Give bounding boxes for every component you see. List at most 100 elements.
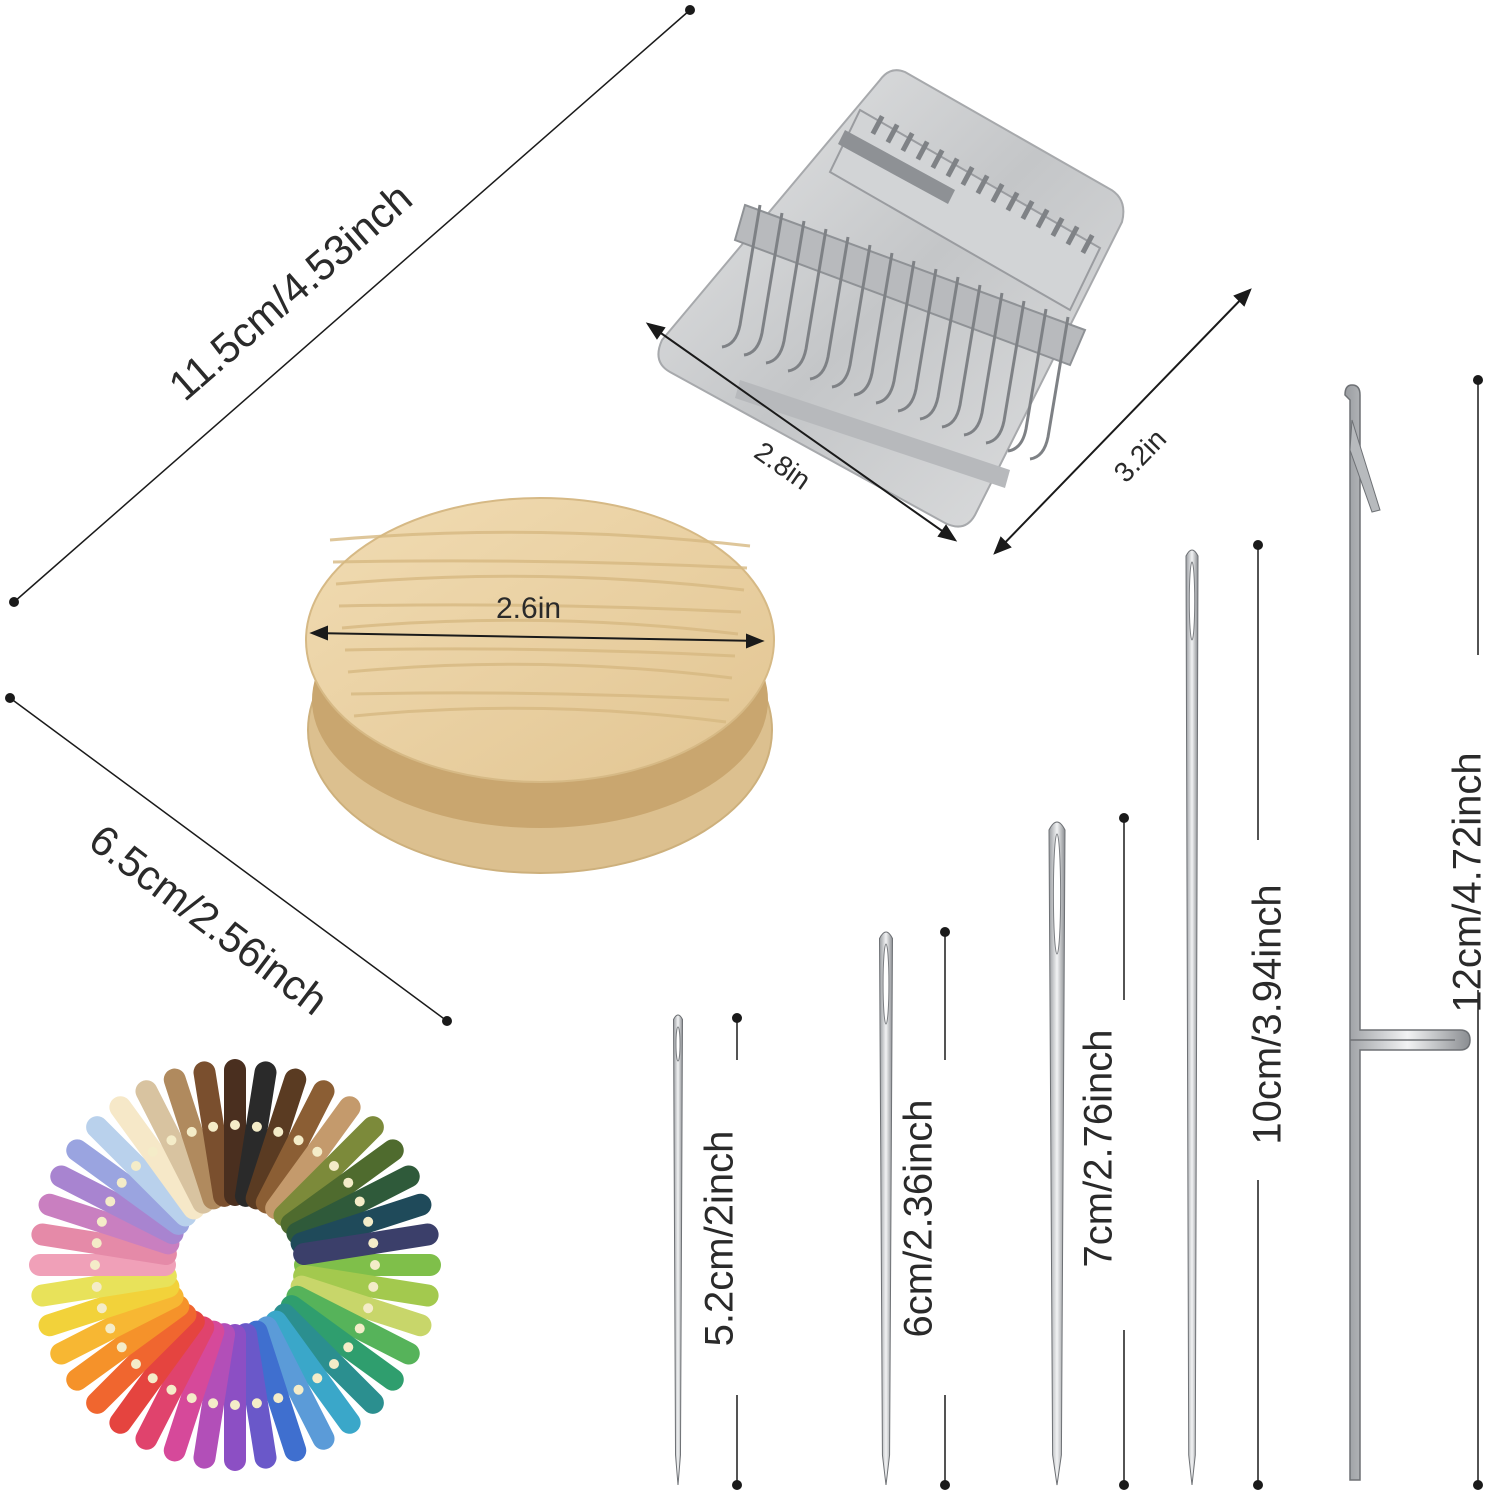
thread-skein <box>290 1275 432 1337</box>
loom-teeth <box>870 115 1095 255</box>
thread-band <box>354 1323 365 1334</box>
thread-band <box>208 1398 219 1409</box>
loom-hook <box>1007 308 1048 453</box>
thread-band <box>91 1281 102 1292</box>
loom-hook <box>809 236 850 381</box>
needle <box>1048 821 1066 1486</box>
loom-width-dimension <box>645 322 958 542</box>
needle <box>672 1014 684 1486</box>
loom-hook <box>963 292 1004 437</box>
loom-tooth <box>1005 191 1020 212</box>
thread-skein <box>286 1165 420 1245</box>
loom-hook <box>1029 316 1070 461</box>
hook-label: 12cm/4.72inch <box>1445 752 1490 1013</box>
dimension-dot <box>1473 1480 1483 1490</box>
thread-band <box>105 1196 116 1207</box>
thread-band <box>186 1393 197 1404</box>
dimension-dot <box>1473 375 1483 385</box>
needles-image <box>672 384 1471 1486</box>
loom-tooth <box>900 132 915 153</box>
thread-band <box>90 1260 100 1270</box>
loom-tooth <box>930 148 945 170</box>
thread-band <box>312 1146 323 1157</box>
loom-hooks <box>721 204 1070 461</box>
thread-skein <box>66 1295 190 1391</box>
needle-3-label: 7cm/2.76inch <box>1076 1029 1121 1268</box>
loom-hook <box>919 276 960 421</box>
wood-grain-line <box>353 706 727 724</box>
thread-band <box>363 1216 374 1227</box>
loom-hook <box>765 220 806 365</box>
thread-skein <box>273 1303 384 1414</box>
dimension-dot <box>732 1013 742 1023</box>
wood-grain-line <box>347 662 733 680</box>
wood-grain <box>329 530 751 724</box>
latch-hook <box>1344 384 1471 1481</box>
thread-band <box>116 1177 127 1188</box>
thread-band <box>230 1400 240 1410</box>
thread-band <box>368 1281 379 1292</box>
wood-grain-line <box>329 530 751 548</box>
thread-band <box>273 1393 284 1404</box>
thread-skein <box>66 1139 190 1235</box>
thread-skein <box>50 1285 184 1365</box>
thread-band <box>343 1177 354 1188</box>
thread-band <box>131 1358 142 1369</box>
thread-band <box>328 1358 339 1369</box>
needle-eye <box>882 943 890 1025</box>
thread-band <box>370 1260 380 1270</box>
thread-band <box>343 1342 354 1353</box>
thread-band <box>251 1121 262 1132</box>
thread-skein <box>293 1264 439 1307</box>
thread-band <box>354 1196 365 1207</box>
disk-diagonal-dimension <box>5 693 452 1026</box>
thread-band <box>363 1303 374 1314</box>
thread-skein <box>109 1310 205 1434</box>
wood-grain-line <box>344 647 736 658</box>
loom-tooth <box>915 140 930 161</box>
thread-band <box>91 1238 102 1249</box>
thread-band <box>105 1323 116 1334</box>
loom-tooth <box>885 123 900 144</box>
thread-band <box>131 1161 142 1172</box>
loom-tooth <box>990 182 1005 204</box>
thread-skein <box>135 1080 215 1214</box>
thread-skein <box>265 1310 361 1434</box>
thread-band <box>147 1146 158 1157</box>
loom-tooth <box>1050 217 1065 238</box>
dimension-dot <box>1119 813 1129 823</box>
latch-hook-latch <box>1349 419 1381 513</box>
thread-band <box>186 1126 197 1137</box>
loom-tooth <box>1065 225 1080 246</box>
needle-1-label: 5.2cm/2inch <box>697 1130 742 1347</box>
dimension-dot <box>1119 1480 1129 1490</box>
thread-skein <box>38 1275 180 1337</box>
loom-hook <box>985 300 1026 445</box>
loom-tooth <box>945 157 960 178</box>
loom-tooth <box>1035 208 1050 229</box>
thread-band <box>96 1303 107 1314</box>
thread-skein <box>245 1320 307 1462</box>
dimension-dot <box>940 927 950 937</box>
wood-grain-line <box>341 618 739 636</box>
wood-grain-line <box>338 603 742 614</box>
thread-skein <box>163 1320 225 1462</box>
thread-band <box>273 1126 284 1137</box>
loom-hook <box>743 212 784 357</box>
wood-grain-line <box>350 691 730 702</box>
loom-hook <box>897 268 938 413</box>
loom-image <box>657 69 1125 528</box>
thread-skein <box>265 1096 361 1220</box>
thread-skein <box>109 1096 205 1220</box>
thread-band <box>251 1398 262 1409</box>
needle-2-label: 6cm/2.36inch <box>896 1099 941 1338</box>
thread-band <box>293 1135 304 1146</box>
thread-band <box>293 1384 304 1395</box>
loom-hook <box>787 228 828 373</box>
dimension-dot <box>1253 1480 1263 1490</box>
thread-band <box>368 1238 379 1249</box>
thread-skein <box>286 1285 420 1365</box>
thread-band <box>116 1342 127 1353</box>
